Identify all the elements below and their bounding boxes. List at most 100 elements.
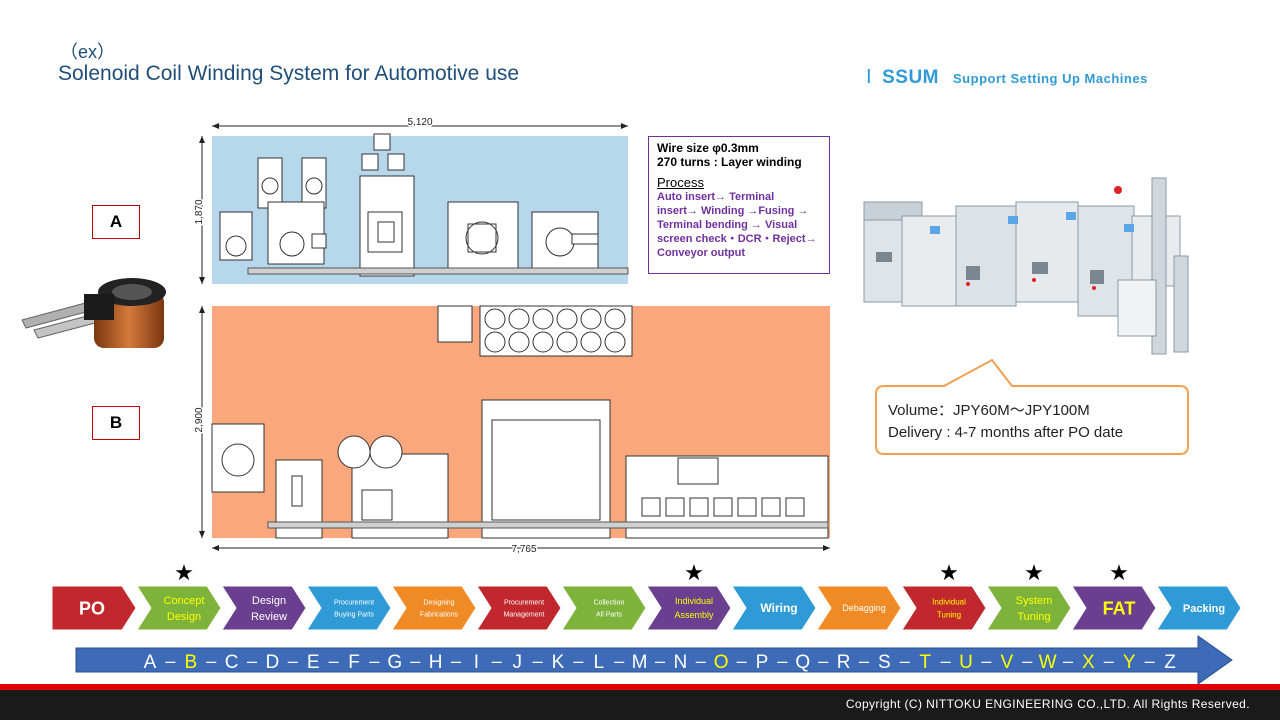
letter-separator: –: [696, 651, 706, 671]
letter-separator: –: [1145, 651, 1155, 671]
milestone-letter: B: [184, 652, 197, 673]
page-title: Solenoid Coil Winding System for Automot…: [58, 62, 520, 85]
process-step-label: Review: [251, 611, 287, 623]
letter-separator: –: [1063, 651, 1073, 671]
solenoid-coil-image: [21, 278, 166, 348]
process-step-label: Tuning: [937, 610, 961, 619]
milestone-letter: O: [714, 652, 729, 673]
process-chevron: [1156, 585, 1242, 631]
milestone-letter: A: [144, 652, 157, 673]
milestone-letter: J: [512, 652, 522, 673]
process-step-label: Fabrications: [420, 611, 459, 618]
process-chevron: [476, 585, 562, 631]
letter-separator: –: [573, 651, 583, 671]
process-step-label: Procurement: [504, 599, 544, 606]
bubble-content: Volume：JPY60M～JPY100M Delivery : 4-7 mon…: [888, 400, 1123, 444]
milestone-letter: I: [474, 652, 479, 673]
spec-box: Wire size φ0.3mm 270 turns : Layer windi…: [648, 136, 830, 274]
letter-separator: –: [329, 651, 339, 671]
layout-a-label: A: [92, 205, 140, 239]
letter-separator: –: [492, 651, 502, 671]
letter-separator: –: [941, 651, 951, 671]
spec-process-heading: Process: [657, 175, 704, 190]
layout-a-diagram: 5,120 1,870: [193, 116, 629, 284]
delivery-text: Delivery : 4-7 months after PO date: [888, 424, 1124, 441]
copyright-text: Copyright (C) NITTOKU ENGINEERING CO.,LT…: [845, 697, 1250, 711]
letter-separator: –: [777, 651, 787, 671]
letter-separator: –: [655, 651, 665, 671]
letter-separator: –: [288, 651, 298, 671]
milestone-letter: Z: [1164, 652, 1176, 673]
letter-separator: –: [247, 651, 257, 671]
spec-wire-size: Wire size φ0.3mm: [657, 141, 759, 155]
milestone-letter: G: [387, 652, 402, 673]
milestone-star-icon: ★: [1109, 561, 1129, 586]
milestone-letter: P: [756, 652, 769, 673]
process-chevron: [646, 585, 732, 631]
letter-separator: –: [369, 651, 379, 671]
process-step: Debagging: [816, 585, 902, 631]
process-step-label: Design: [252, 595, 286, 607]
spec-step: screen check・DCR・Reject→: [657, 233, 817, 245]
process-step-label: Collection: [594, 599, 625, 606]
volume-text: Volume：JPY60M～JPY100M: [888, 402, 1090, 419]
example-tag: （ex）: [60, 42, 116, 62]
layout-a-width-dim: 5,120: [407, 117, 432, 128]
process-chevron: [901, 585, 987, 631]
process-step-label: Packing: [1183, 603, 1225, 615]
milestone-star-icon: ★: [684, 561, 704, 586]
spec-step: Terminal bending → Visual: [657, 219, 798, 231]
spec-step: Auto insert→ Terminal: [657, 191, 775, 203]
spec-turns: 270 turns : Layer winding: [657, 155, 802, 169]
process-step-label: Procurement: [334, 599, 374, 606]
process-chevron: [816, 585, 902, 631]
letter-separator: –: [1104, 651, 1114, 671]
ssum-number: Ⅰ: [866, 67, 873, 88]
process-step-label: Management: [504, 611, 545, 618]
milestone-letter: U: [959, 652, 973, 673]
milestone-star-icon: ★: [1024, 561, 1044, 586]
letter-separator: –: [737, 651, 747, 671]
milestone-letter: T: [919, 652, 931, 673]
milestone-letter: D: [266, 652, 280, 673]
milestone-letter: K: [552, 652, 565, 673]
milestone-letter: W: [1039, 652, 1057, 673]
letter-separator: –: [900, 651, 910, 671]
process-step-label: Buying Parts: [334, 611, 374, 618]
milestone-star-icon: ★: [174, 561, 194, 586]
letter-separator: –: [451, 651, 461, 671]
milestone-letter: H: [429, 652, 443, 673]
milestone-letter: C: [225, 652, 239, 673]
footer-accent: [0, 684, 1280, 690]
process-step-label: Debagging: [842, 603, 886, 613]
process-step: Wiring: [731, 585, 817, 631]
process-chevron: [986, 585, 1072, 631]
letter-separator: –: [818, 651, 828, 671]
milestone-arrow: A–B–C–D–E–F–G–H–I–J–K–L–M–N–O–P–Q–R–S–T–…: [75, 635, 1233, 685]
process-chevron: [561, 585, 647, 631]
process-chevron: [306, 585, 392, 631]
process-step-label: All Parts: [596, 611, 623, 618]
process-step-label: Concept: [164, 595, 205, 607]
process-chevron: [391, 585, 477, 631]
milestone-letter: R: [837, 652, 851, 673]
spec-process-steps: Auto insert→ Terminal insert→ Winding →F…: [657, 190, 821, 260]
spec-step: Conveyor output: [657, 247, 745, 259]
machine-photo: [863, 177, 1189, 355]
process-step: PO: [51, 585, 137, 631]
letter-separator: –: [410, 651, 420, 671]
spec-step: insert→ Winding →Fusing →: [657, 205, 809, 217]
footer-bar: [0, 690, 1280, 720]
letter-separator: –: [165, 651, 175, 671]
process-chevron: [221, 585, 307, 631]
letter-separator: –: [533, 651, 543, 671]
